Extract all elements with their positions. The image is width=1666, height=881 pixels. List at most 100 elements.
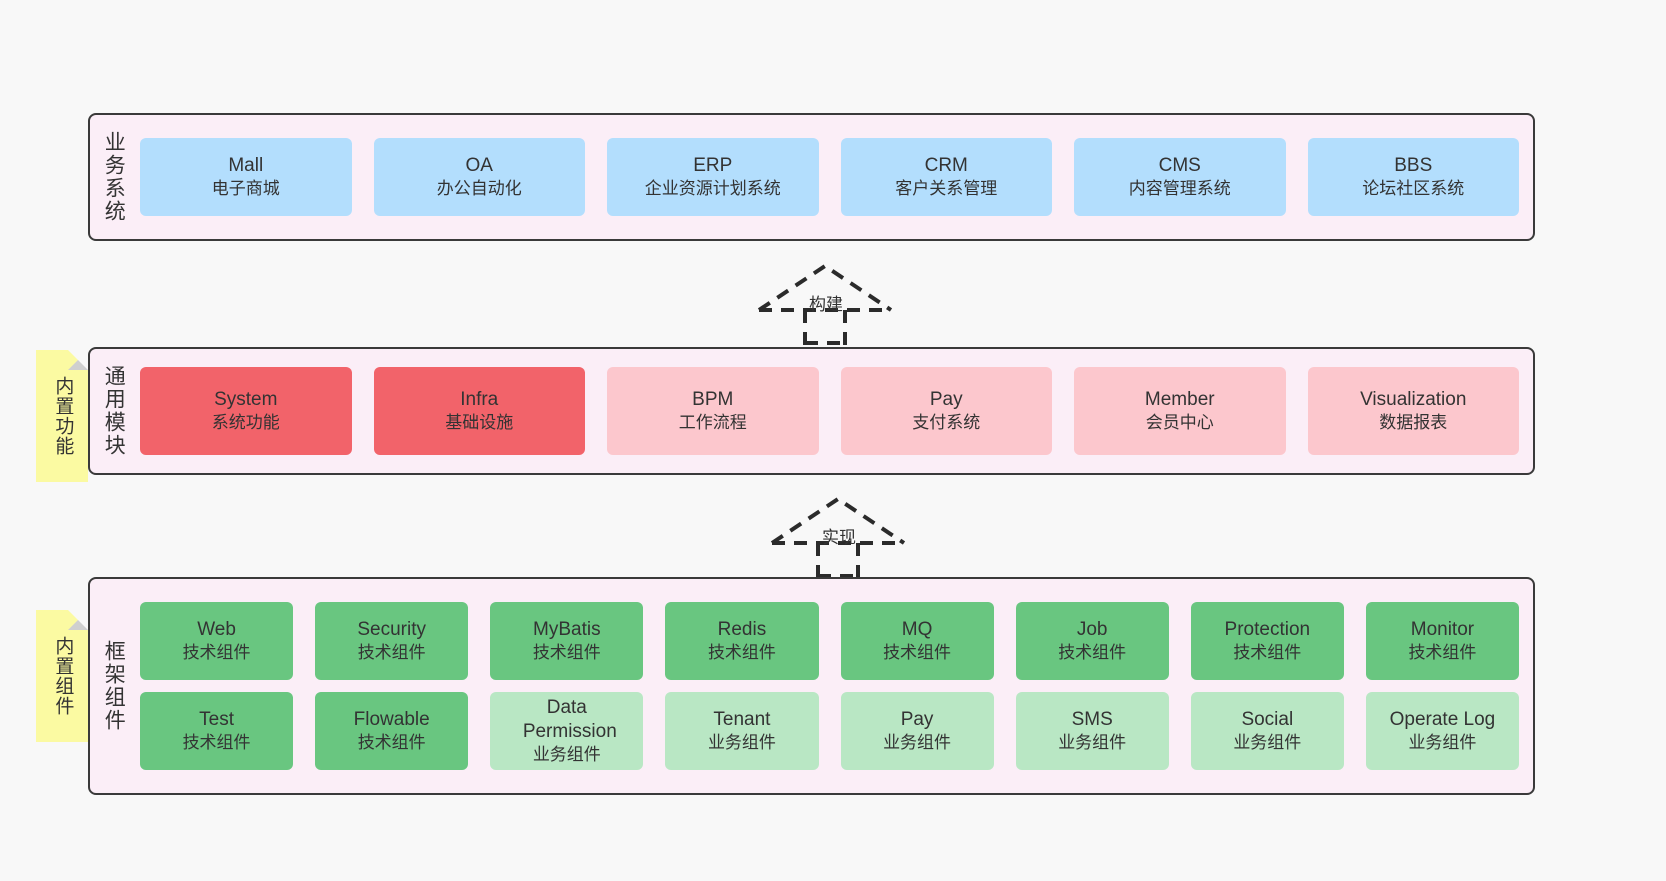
- card-system[interactable]: System 系统功能: [140, 367, 352, 455]
- card-pay-component[interactable]: Pay 业务组件: [840, 692, 994, 770]
- layer-framework-components: 框架组件 Web 技术组件 Security 技术组件 MyBatis 技术组件…: [88, 577, 1535, 795]
- card-bbs[interactable]: BBS 论坛社区系统: [1307, 138, 1519, 216]
- card-pay-module[interactable]: Pay 支付系统: [840, 367, 1052, 455]
- connector-build: 构建: [757, 262, 907, 345]
- card-web[interactable]: Web 技术组件: [140, 602, 294, 680]
- card-security[interactable]: Security 技术组件: [315, 602, 469, 680]
- card-subtitle: 技术组件: [357, 643, 426, 663]
- card-monitor[interactable]: Monitor 技术组件: [1365, 602, 1519, 680]
- card-title: Data Permission: [522, 697, 617, 743]
- layer-business-system-label: 业务系统: [102, 131, 126, 223]
- card-subtitle: 业务组件: [883, 733, 952, 753]
- card-title: Mall: [228, 155, 264, 177]
- card-title: Tenant: [713, 709, 771, 731]
- card-title: BPM: [692, 389, 734, 411]
- card-flowable[interactable]: Flowable 技术组件: [315, 692, 469, 770]
- connector-build-label: 构建: [809, 295, 843, 314]
- card-title: MQ: [901, 619, 933, 641]
- card-subtitle: 办公自动化: [436, 179, 522, 199]
- card-subtitle: 电子商城: [211, 179, 280, 199]
- generalization-arrow-icon: [757, 263, 893, 345]
- card-subtitle: 论坛社区系统: [1362, 179, 1465, 199]
- generalization-arrow-icon: [770, 496, 906, 578]
- card-title: Social: [1241, 709, 1294, 731]
- card-title: SMS: [1071, 709, 1113, 731]
- card-crm[interactable]: CRM 客户关系管理: [840, 138, 1052, 216]
- note-label: 内置组件: [52, 636, 74, 716]
- card-row: System 系统功能 Infra 基础设施 BPM 工作流程 Pay 支付系统…: [140, 367, 1519, 455]
- layer-common-modules-body: System 系统功能 Infra 基础设施 BPM 工作流程 Pay 支付系统…: [136, 349, 1533, 473]
- card-subtitle: 内容管理系统: [1128, 179, 1231, 199]
- card-operate-log[interactable]: Operate Log 业务组件: [1365, 692, 1519, 770]
- card-infra[interactable]: Infra 基础设施: [373, 367, 585, 455]
- card-mq[interactable]: MQ 技术组件: [840, 602, 994, 680]
- card-row-tech: Web 技术组件 Security 技术组件 MyBatis 技术组件 Redi…: [140, 602, 1519, 680]
- card-title: Visualization: [1360, 389, 1467, 411]
- card-title: OA: [465, 155, 493, 177]
- card-title: Redis: [717, 619, 767, 641]
- card-subtitle: 业务组件: [1233, 733, 1302, 753]
- note-label: 内置功能: [52, 376, 74, 456]
- card-social[interactable]: Social 业务组件: [1190, 692, 1344, 770]
- card-subtitle: 技术组件: [1408, 643, 1477, 663]
- connector-implement-label: 实现: [822, 528, 856, 547]
- card-subtitle: 技术组件: [182, 643, 251, 663]
- card-subtitle: 业务组件: [707, 733, 776, 753]
- card-subtitle: 会员中心: [1145, 413, 1214, 433]
- layer-common-modules: 通用模块 System 系统功能 Infra 基础设施 BPM 工作流程 Pay…: [88, 347, 1535, 475]
- card-title: Monitor: [1410, 619, 1475, 641]
- card-subtitle: 技术组件: [357, 733, 426, 753]
- card-subtitle: 技术组件: [883, 643, 952, 663]
- card-title: Flowable: [353, 709, 430, 731]
- card-title: Security: [357, 619, 426, 641]
- note-builtin-component: 内置组件: [36, 610, 88, 742]
- card-redis[interactable]: Redis 技术组件: [665, 602, 819, 680]
- layer-framework-components-body: Web 技术组件 Security 技术组件 MyBatis 技术组件 Redi…: [136, 579, 1533, 793]
- card-subtitle: 业务组件: [1058, 733, 1127, 753]
- card-subtitle: 技术组件: [1233, 643, 1302, 663]
- card-visualization[interactable]: Visualization 数据报表: [1307, 367, 1519, 455]
- card-title: MyBatis: [533, 619, 601, 641]
- layer-common-modules-label: 通用模块: [102, 365, 126, 457]
- card-title: CMS: [1158, 155, 1201, 177]
- card-mybatis[interactable]: MyBatis 技术组件: [490, 602, 644, 680]
- card-title: Test: [199, 709, 234, 731]
- layer-business-system-body: Mall 电子商城 OA 办公自动化 ERP 企业资源计划系统 CRM 客户关系…: [136, 115, 1533, 239]
- card-row: Mall 电子商城 OA 办公自动化 ERP 企业资源计划系统 CRM 客户关系…: [140, 138, 1519, 216]
- card-subtitle: 支付系统: [912, 413, 981, 433]
- card-subtitle: 工作流程: [678, 413, 747, 433]
- card-data-permission[interactable]: Data Permission 业务组件: [490, 692, 644, 770]
- card-row-business: Test 技术组件 Flowable 技术组件 Data Permission …: [140, 692, 1519, 770]
- card-oa[interactable]: OA 办公自动化: [373, 138, 585, 216]
- card-subtitle: 数据报表: [1379, 413, 1448, 433]
- card-member[interactable]: Member 会员中心: [1074, 367, 1286, 455]
- card-subtitle: 技术组件: [532, 643, 601, 663]
- card-title: Web: [197, 619, 236, 641]
- card-mall[interactable]: Mall 电子商城: [140, 138, 352, 216]
- card-title: Pay: [929, 389, 963, 411]
- card-job[interactable]: Job 技术组件: [1015, 602, 1169, 680]
- card-cms[interactable]: CMS 内容管理系统: [1074, 138, 1286, 216]
- card-subtitle: 业务组件: [532, 745, 601, 765]
- card-title: Operate Log: [1389, 709, 1496, 731]
- card-title: CRM: [924, 155, 968, 177]
- card-title: Protection: [1224, 619, 1311, 641]
- layer-framework-components-label: 框架组件: [102, 640, 126, 732]
- card-subtitle: 基础设施: [445, 413, 514, 433]
- card-tenant[interactable]: Tenant 业务组件: [665, 692, 819, 770]
- card-bpm[interactable]: BPM 工作流程: [607, 367, 819, 455]
- card-subtitle: 技术组件: [1058, 643, 1127, 663]
- card-erp[interactable]: ERP 企业资源计划系统: [607, 138, 819, 216]
- card-test[interactable]: Test 技术组件: [140, 692, 294, 770]
- card-title: System: [214, 389, 278, 411]
- layer-business-system: 业务系统 Mall 电子商城 OA 办公自动化 ERP 企业资源计划系统 CRM…: [88, 113, 1535, 241]
- connector-implement: 实现: [770, 495, 920, 578]
- card-subtitle: 系统功能: [211, 413, 280, 433]
- card-sms[interactable]: SMS 业务组件: [1015, 692, 1169, 770]
- card-subtitle: 技术组件: [707, 643, 776, 663]
- card-subtitle: 技术组件: [182, 733, 251, 753]
- card-subtitle: 客户关系管理: [895, 179, 998, 199]
- card-title: Job: [1076, 619, 1108, 641]
- card-protection[interactable]: Protection 技术组件: [1190, 602, 1344, 680]
